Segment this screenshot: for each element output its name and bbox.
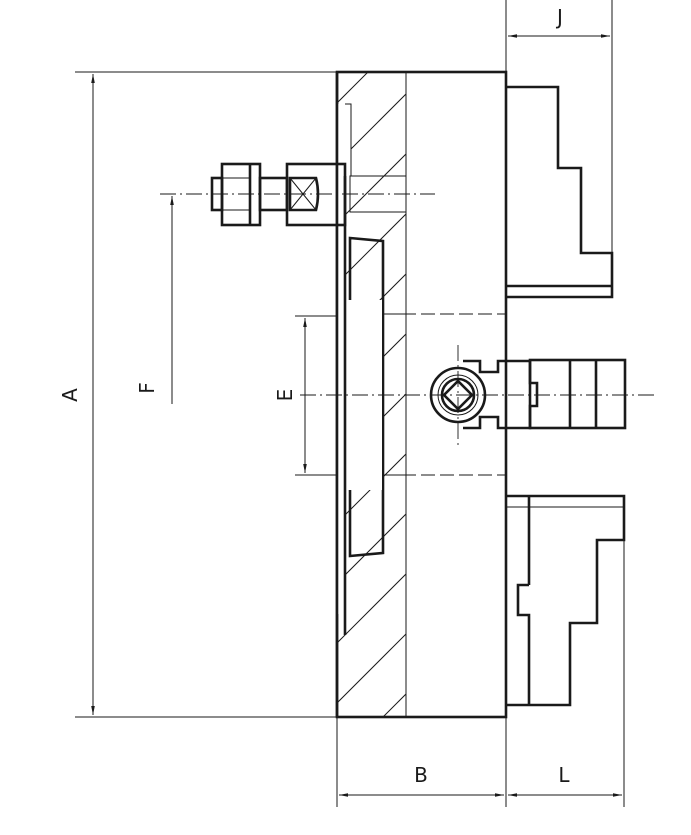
mounting-bolt	[210, 162, 347, 227]
jaw-key-socket	[429, 345, 627, 446]
dimension-f: F	[135, 196, 174, 404]
dimension-a: A	[58, 71, 337, 718]
dimension-f-label: F	[135, 382, 159, 394]
dimension-l: L	[508, 540, 625, 807]
dimension-a-label: A	[58, 388, 82, 402]
dimension-l-label: L	[558, 763, 570, 787]
bottom-jaw	[506, 494, 626, 707]
chuck-body	[335, 70, 508, 719]
dimension-b: B	[336, 705, 507, 807]
dimension-j-label: J	[555, 5, 563, 29]
dimension-e: E	[273, 315, 337, 476]
top-jaw	[506, 85, 614, 299]
dimension-j: J	[505, 0, 613, 253]
dimension-e-label: E	[273, 389, 297, 402]
dimension-b-label: B	[414, 763, 428, 787]
